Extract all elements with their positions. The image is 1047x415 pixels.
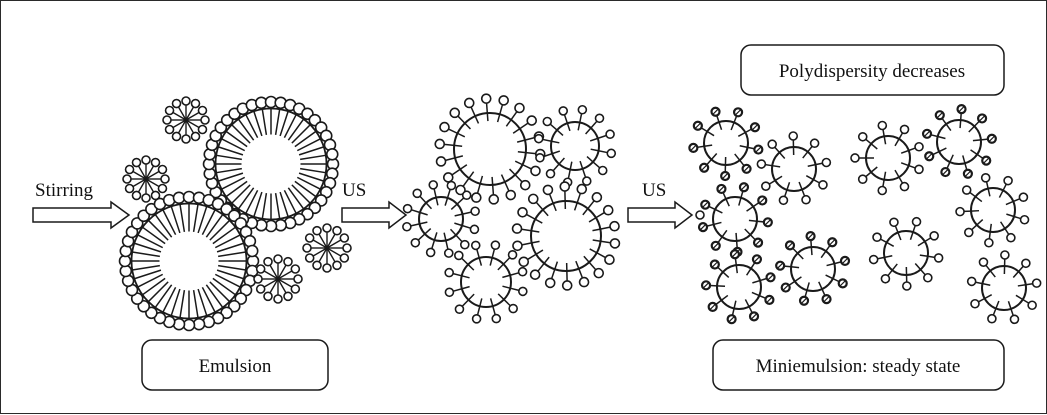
stirring-arrow <box>33 202 129 228</box>
emulsion-label: Emulsion <box>199 356 272 377</box>
miniemulsion-droplet <box>689 108 762 180</box>
polydispersity-box: Polydispersity decreases <box>741 45 1004 95</box>
emulsion-droplet <box>123 156 169 202</box>
emulsion-droplet <box>163 97 209 143</box>
emulsion-box: Emulsion <box>142 340 328 390</box>
stirring-label: Stirring <box>35 180 94 201</box>
ultrasound-label-1: US <box>342 180 366 201</box>
ultrasound-arrow-2 <box>628 202 692 228</box>
miniemulsion-droplet <box>403 181 479 257</box>
miniemulsion-droplet <box>535 106 616 187</box>
miniemulsion-droplet <box>870 218 943 290</box>
ultrasound-droplets <box>403 94 620 323</box>
surfactant-head <box>696 211 704 219</box>
miniemulsion-droplet <box>968 251 1041 323</box>
miniemulsion-droplet <box>776 232 849 305</box>
miniemulsion-droplet <box>513 182 620 290</box>
polydispersity-label: Polydispersity decreases <box>779 61 965 82</box>
miniemulsion-droplet <box>757 132 830 204</box>
ultrasound-arrow-1 <box>342 202 406 228</box>
miniemulsion-droplet <box>699 183 772 256</box>
miniemulsion-droplet <box>702 250 775 323</box>
miniemulsion-label: Miniemulsion: steady state <box>756 356 961 377</box>
miniemulsion-droplets <box>689 105 1040 323</box>
miniemulsion-droplet <box>445 241 527 323</box>
miniemulsion-droplet <box>923 105 996 178</box>
miniemulsion-box: Miniemulsion: steady state <box>713 340 1004 390</box>
emulsion-droplet <box>120 192 259 331</box>
ultrasound-label-2: US <box>642 180 666 201</box>
emulsion-droplet <box>254 255 302 303</box>
emulsion-droplets <box>120 97 352 331</box>
emulsion-droplet <box>303 224 351 272</box>
miniemulsion-droplet <box>851 121 923 194</box>
miniemulsion-droplet <box>956 174 1028 247</box>
